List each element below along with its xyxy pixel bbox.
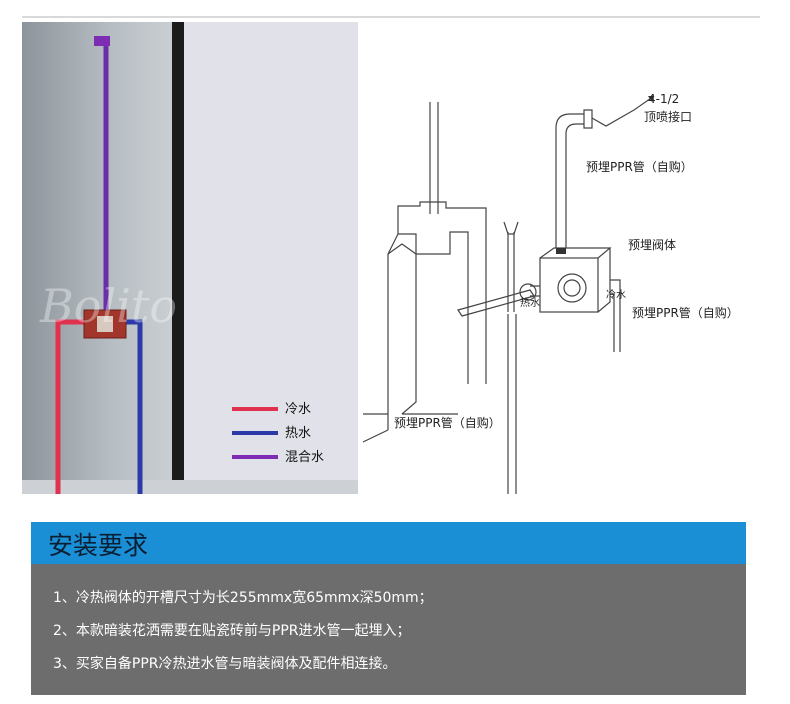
valve-body-label: 预埋阀体 — [628, 238, 677, 252]
installation-line-drawing — [362, 95, 655, 494]
ppr-bottom-label: 预埋PPR管（自购） — [394, 416, 501, 430]
requirements-list: 1、冷热阀体的开槽尺寸为长255mmx宽65mmx深50mm； 2、本款暗装花洒… — [31, 564, 746, 695]
installation-diagram: 4-1/2 顶喷接口 预埋PPR管（自购） 预埋阀体 冷水 热水 预埋PPR管（… — [358, 22, 760, 494]
cold-water-label: 冷水 — [606, 290, 626, 301]
watermark: Bolito — [39, 279, 177, 333]
requirement-item: 1、冷热阀体的开槽尺寸为长255mmx宽65mmx深50mm； — [53, 590, 433, 606]
legend-label: 热水 — [285, 426, 312, 441]
blue-line-icon — [232, 431, 278, 435]
hot-water-pipe — [126, 319, 143, 494]
top-divider — [22, 0, 760, 18]
ppr-right-label: 预埋PPR管（自购） — [632, 306, 739, 320]
legend-label: 混合水 — [285, 450, 325, 465]
legend-label: 冷水 — [285, 402, 312, 417]
wall-pipe-photo: Bolito 冷水 热水 混合水 — [22, 22, 358, 494]
legend-item-cold: 冷水 — [232, 398, 352, 422]
red-line-icon — [232, 407, 278, 411]
requirements-title: 安装要求 — [48, 531, 149, 560]
legend-item-mixed: 混合水 — [232, 446, 352, 470]
legend-item-hot: 热水 — [232, 422, 352, 446]
wall-photo-illustration: Bolito — [22, 22, 358, 494]
pipe-legend: 冷水 热水 混合水 — [232, 398, 352, 470]
top-connector-size: 4-1/2 — [648, 92, 680, 106]
cold-water-pipe — [55, 319, 86, 494]
requirements-header: 安装要求 — [31, 522, 746, 564]
top-connector-label: 顶喷接口 — [644, 110, 693, 124]
purple-line-icon — [232, 455, 278, 459]
hot-water-label: 热水 — [520, 298, 540, 309]
requirement-item: 2、本款暗装花洒需要在贴瓷砖前与PPR进水管一起埋入； — [53, 623, 411, 639]
ppr-top-label: 预埋PPR管（自购） — [586, 160, 693, 174]
requirement-item: 3、买家自备PPR冷热进水管与暗装阀体及配件相连接。 — [53, 656, 397, 672]
